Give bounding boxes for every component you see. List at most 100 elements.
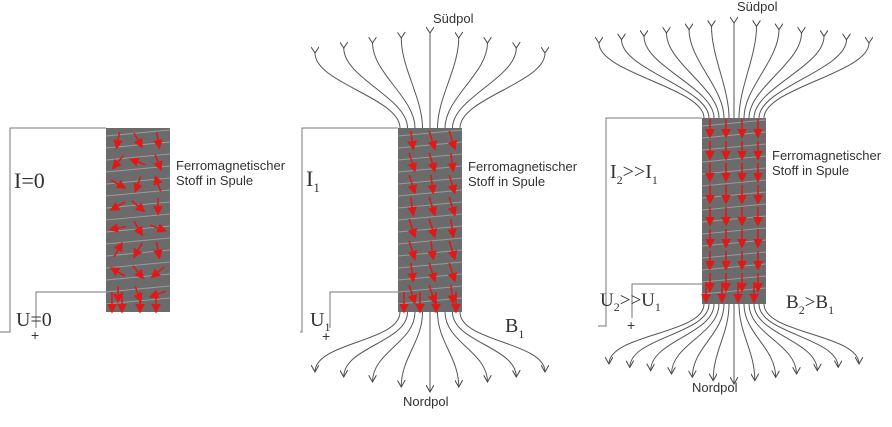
field-line-bottom — [459, 311, 545, 372]
domain-arrow — [407, 262, 417, 283]
field-line-top — [689, 30, 725, 119]
field-line-bottom — [758, 303, 838, 367]
field-line-bottom — [763, 303, 859, 364]
domain-arrow — [148, 289, 166, 299]
south-pole-label-2: Südpol — [433, 11, 474, 26]
coil-winding — [105, 261, 171, 269]
field-line-top — [753, 36, 824, 119]
domain-arrow — [133, 220, 143, 237]
material-label-3b: Stoff in Spule — [772, 163, 849, 178]
field-line-top — [459, 53, 545, 129]
coil-winding — [397, 177, 463, 185]
field-line-bottom — [743, 303, 776, 377]
field-line-top — [437, 38, 459, 129]
domain-arrow — [427, 196, 438, 217]
domain-arrow — [447, 174, 458, 195]
domain-arrow — [447, 218, 457, 239]
field-line-bottom — [738, 303, 755, 381]
circuit-wire-lower-2 — [329, 291, 398, 328]
material-label-3a: Ferromagnetischer — [772, 148, 882, 163]
plus-sign-2: + — [322, 328, 330, 344]
field-line-top — [667, 33, 720, 119]
domain-arrow — [153, 241, 163, 260]
domain-arrow — [133, 242, 143, 259]
field-line-bottom — [373, 311, 416, 382]
domain-arrow — [132, 265, 145, 280]
domain-arrow — [427, 262, 438, 283]
domain-arrow — [128, 157, 146, 167]
field-line-top — [599, 43, 705, 119]
field-line-bottom — [672, 303, 720, 374]
coil-winding — [105, 129, 171, 137]
circuit-wire-3 — [598, 117, 702, 327]
domain-arrow — [153, 131, 163, 150]
field-line-top — [315, 53, 401, 129]
domain-arrow — [427, 240, 437, 261]
domain-arrow — [427, 174, 437, 195]
domain-arrow — [133, 176, 143, 194]
field-line-top — [763, 43, 869, 119]
field-line-bottom — [315, 311, 401, 372]
plus-sign-3: + — [627, 317, 635, 333]
circuit-wire-lower-1 — [35, 291, 106, 328]
field-lines-2 — [315, 33, 545, 392]
field-lines-3 — [599, 23, 869, 384]
field-line-bottom — [713, 303, 730, 381]
domain-arrow — [407, 240, 418, 261]
domain-arrow — [407, 284, 418, 305]
coil-winding — [397, 237, 463, 245]
north-pole-label-2: Nordpol — [403, 394, 449, 409]
domain-arrow — [111, 155, 124, 170]
current-label-1: I=0 — [14, 168, 45, 193]
field-line-bottom — [401, 311, 423, 387]
field-line-top — [344, 48, 408, 129]
domain-arrows-3 — [701, 119, 763, 304]
field-line-bottom — [444, 311, 488, 382]
north-pole-label-3: Nordpol — [692, 380, 738, 395]
field-line-bottom — [753, 303, 817, 371]
voltage-label-3: U2>>U1 — [600, 290, 661, 314]
panel-1: I=0 U=0 + Ferromagnetischer Stoff in Spu… — [0, 127, 286, 343]
south-pole-label-3: Südpol — [737, 0, 778, 14]
domain-arrow — [110, 179, 127, 189]
voltage-label-1: U=0 — [16, 309, 52, 331]
field-line-top — [401, 38, 423, 129]
domain-arrow — [153, 174, 163, 192]
material-label-2b: Stoff in Spule — [468, 174, 545, 189]
field-line-top — [444, 43, 488, 129]
field-line-bottom — [748, 303, 797, 374]
voltage-label-2: U1 — [310, 309, 330, 334]
field-line-bottom — [344, 311, 408, 377]
circuit-wire-lower-3 — [631, 283, 702, 318]
circuit-wire-1 — [0, 127, 106, 333]
field-line-top — [712, 26, 730, 119]
circuit-wire-2 — [300, 127, 398, 333]
domain-arrows-2 — [399, 130, 461, 314]
field-line-bottom — [692, 303, 725, 377]
coil-winding — [701, 275, 767, 283]
ferromagnetic-core-3 — [702, 118, 766, 304]
field-line-top — [758, 40, 847, 119]
domain-arrow — [447, 262, 458, 283]
domain-arrow — [109, 267, 126, 277]
domain-arrow — [407, 196, 417, 217]
coil-winding — [701, 143, 767, 151]
domain-arrow — [427, 218, 438, 239]
domain-arrow — [113, 241, 123, 258]
field-line-top — [644, 36, 715, 119]
field-label-3: B2>B1 — [786, 292, 834, 317]
plus-sign-1: + — [31, 327, 39, 343]
domain-arrows-1 — [107, 131, 168, 314]
current-label-2: I1 — [306, 166, 320, 195]
coil-winding — [701, 251, 767, 259]
domain-arrow — [407, 130, 417, 151]
field-line-bottom — [452, 311, 517, 377]
domain-arrow — [153, 154, 163, 172]
field-line-bottom — [437, 311, 459, 387]
domain-arrow — [108, 223, 127, 233]
material-label-2a: Ferromagnetischer — [468, 159, 578, 174]
domain-arrow — [133, 132, 143, 149]
field-line-bottom — [630, 303, 710, 367]
current-label-3: I2>>I1 — [610, 161, 658, 187]
